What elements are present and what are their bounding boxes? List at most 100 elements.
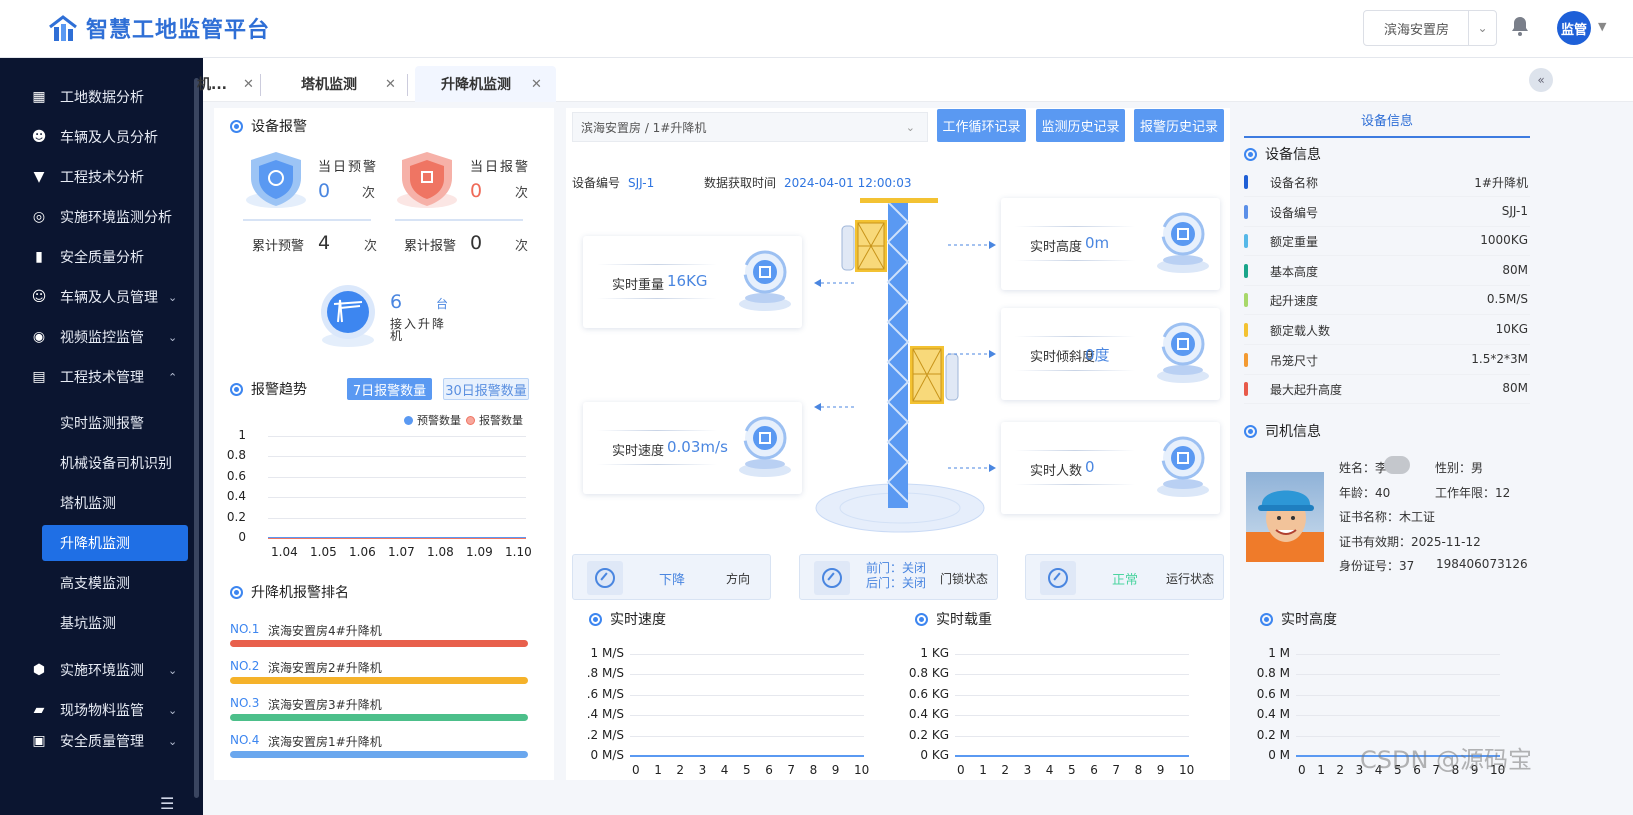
collapse-tabs-icon[interactable]: « [1529,68,1553,92]
y-tick-label: .4 M/S [586,707,624,722]
avatar[interactable]: 监管 [1557,11,1591,45]
work-cycle-button[interactable]: 工作循环记录 [937,109,1026,142]
thirty-day-button[interactable]: 30日报警数量 [443,378,529,400]
sidebar-item[interactable]: ▮ 安全质量分析 [0,238,190,276]
x-tick-label: 1.04 [271,545,298,559]
close-icon[interactable]: ✕ [242,76,254,92]
decor-line [597,298,717,299]
site-select[interactable]: 滨海安置房 ⌄ [1363,10,1497,46]
menu-collapse-icon[interactable]: ☰ [160,794,175,813]
chevron-down-icon[interactable]: ⌄ [1468,11,1496,45]
sidebar-item[interactable]: ⬢实施环境监测⌄ [0,651,190,689]
driver-id: 身份证号：37 [1339,559,1415,573]
sidebar: ▦工地数据分析☻车辆及人员分析▼工程技术分析◎实施环境监测分析 ▮ 安全质量分析 ☺车… [0,58,203,815]
grid-line [630,735,864,737]
sidebar-item[interactable]: ▰现场物料监管⌄ [0,691,190,729]
monitor-history-button[interactable]: 监测历史记录 [1036,109,1125,142]
series-line [1296,755,1500,757]
top-header: 智慧工地监管平台 滨海安置房 ⌄ 监管 ▼ [0,0,1633,58]
x-tick-label: 8 [1451,763,1460,777]
run-label: 运行状态 [1166,572,1215,586]
sidebar-item[interactable]: ◎实施环境监测分析 [0,198,190,236]
legend-dot [466,415,475,425]
card-value: 0 [1085,458,1095,476]
grid-line [1296,654,1500,655]
sidebar-item[interactable]: ▣安全质量管理⌄ [0,731,190,751]
y-tick-label: 0.8 [226,448,246,463]
card-value: 0m [1085,234,1110,252]
device-unit: 台 [436,297,449,311]
speed-icon [739,416,791,477]
sidebar-item[interactable]: ☻车辆及人员分析 [0,118,190,156]
x-tick-label: 10 [854,763,870,777]
logo[interactable]: 智慧工地监管平台 [48,12,270,44]
direction-label: 方向 [726,572,751,586]
sidebar-sub-item[interactable]: 高支模监测 [60,576,130,592]
grid-line [955,735,1189,737]
decor-line [1015,226,1135,227]
seven-day-button[interactable]: 7日报警数量 [347,378,432,400]
grid-line [268,456,526,458]
x-tick-label: 1 [979,763,987,777]
driver-cert: 证书名称：木工证 [1339,510,1436,524]
tab-elevator[interactable]: 升降机监测✕ [415,66,556,102]
sidebar-sub-item[interactable]: 机械设备司机识别 [60,456,172,472]
row-marker [1244,382,1248,397]
sidebar-item[interactable]: ▼工程技术分析 [0,158,190,196]
close-icon[interactable]: ✕ [531,76,542,92]
sidebar-item[interactable]: ▤工程技术管理⌃ [0,358,190,396]
grid-line [1296,715,1500,717]
card-value: 16KG [667,272,708,290]
x-tick-label: 1.09 [466,545,493,559]
rank-bar [230,677,528,684]
sidebar-sub-item[interactable]: 基坑监测 [60,616,116,632]
bell-icon[interactable] [1510,16,1530,38]
decor-line [597,264,717,265]
grid-line [1296,694,1500,696]
y-tick-label: .6 M/S [586,686,624,701]
sidebar-item-label: 安全质量分析 [60,250,144,266]
card-label: 实时人数 [1030,464,1083,479]
tab-device-info[interactable]: 设备信息 [1244,110,1530,138]
front-door-value: 前门：关闭 [866,561,927,575]
grid-line [268,476,526,478]
divider [395,219,523,221]
row-marker [1244,293,1248,308]
sidebar-sub-item[interactable]: 塔机监测 [60,496,116,512]
unit-label: 次 [364,239,378,254]
target-icon [230,585,243,599]
fetch-time-value: 2024-04-01 12:00:03 [784,176,912,190]
tab-tower-crane[interactable]: 塔机监测✕ [301,66,396,102]
bar-chart-icon: ▮ [35,249,43,265]
info-value: 80M [1502,381,1528,396]
x-tick-label: 1.05 [310,545,337,559]
driver-years: 工作年限：12 [1435,486,1511,500]
rank-number: NO.3 [230,696,260,710]
device-path-select[interactable]: 滨海安置房 / 1#升降机⌄ [572,112,928,142]
caret-down-icon[interactable]: ▼ [1598,20,1607,33]
close-icon[interactable]: ✕ [385,76,396,92]
x-tick-label: 3 [698,763,707,777]
sidebar-item[interactable]: ▦工地数据分析 [0,78,190,116]
decor-line [1015,260,1135,261]
chevron-down-icon[interactable]: ⌄ [905,120,915,134]
sidebar-item[interactable]: ☺车辆及人员管理⌄ [0,278,190,316]
x-tick-label: 4 [1374,763,1383,777]
y-tick-label: 0.4 [226,489,246,504]
tab-machine[interactable]: 机...✕ [197,66,254,102]
alarm-history-button[interactable]: 报警历史记录 [1134,109,1224,142]
sidebar-scrollbar[interactable] [194,78,199,798]
sidebar-sub-item[interactable]: 实时监测报警 [60,416,144,432]
sidebar-item-label: 工程技术管理 [60,370,144,386]
sidebar-sub-item[interactable]: 升降机监测 [42,525,188,561]
back-door-value: 后门：关闭 [866,576,927,590]
y-tick-label: 0.8 KG [908,666,949,681]
direction-value: 下降 [659,573,686,588]
shield-check-icon: ▣ [32,733,46,749]
total-alarm-value: 0 [470,232,483,254]
sidebar-item-label: 视频监控监管 [60,330,144,346]
driver-name: 姓名：李 [1339,461,1388,475]
sidebar-item[interactable]: ◉视频监控监管⌄ [0,318,190,356]
